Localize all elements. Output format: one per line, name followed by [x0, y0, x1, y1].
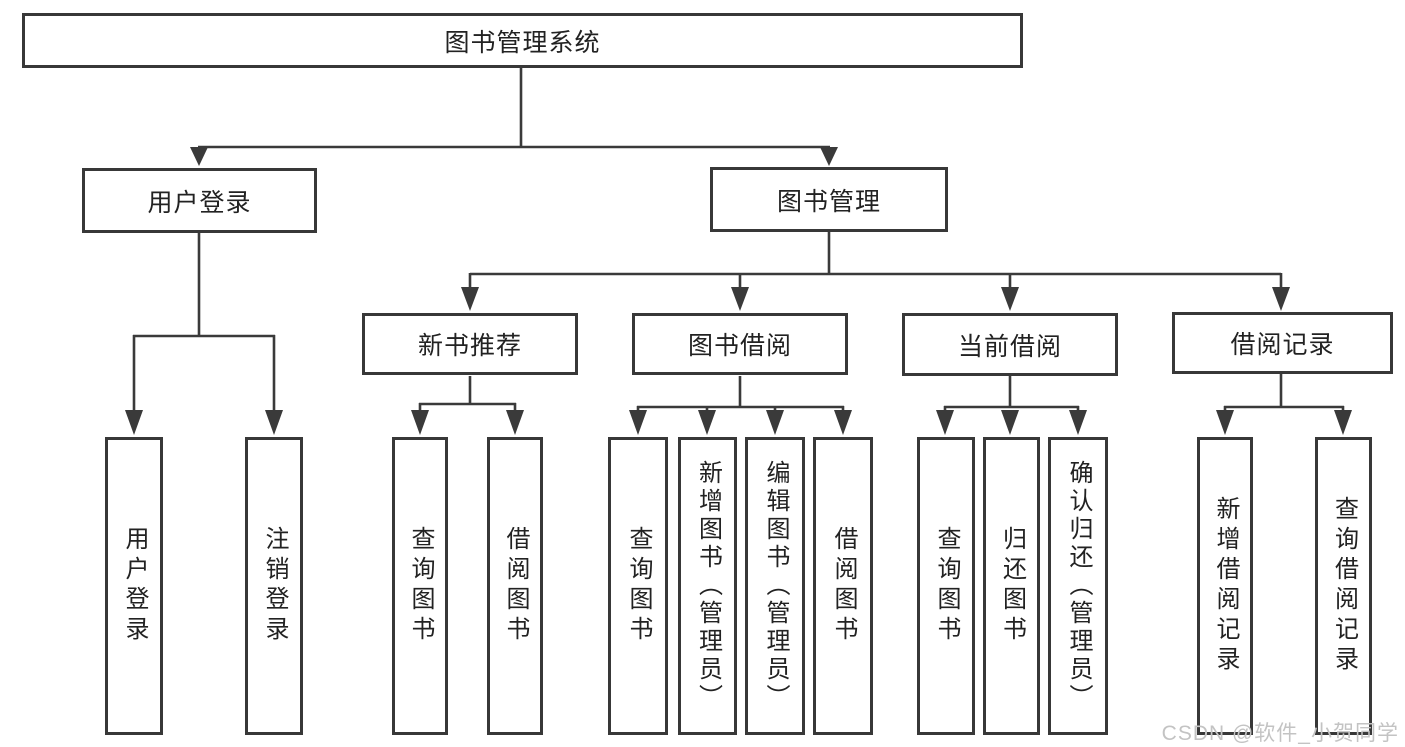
node-root: 图书管理系统 [22, 13, 1023, 68]
leaf-user-login: 用户登录 [105, 437, 163, 735]
leaf-user-login-label: 用户登录 [121, 526, 148, 646]
arrowheads [125, 147, 1352, 435]
leaf-query-borrow-record: 查询借阅记录 [1315, 437, 1372, 735]
leaf-logout: 注销登录 [245, 437, 303, 735]
node-user-login-label: 用户登录 [147, 188, 252, 217]
node-book-management-label: 图书管理 [776, 187, 881, 216]
leaf-add-book-admin: 新增图书（管理员） [678, 437, 737, 735]
node-book-borrowing: 图书借阅 [632, 313, 848, 375]
leaf-logout-label: 注销登录 [261, 526, 288, 646]
node-borrowing-records: 借阅记录 [1172, 312, 1393, 374]
leaf-recommend-borrow-book-label: 借阅图书 [502, 526, 529, 646]
leaf-add-book-admin-label: 新增图书（管理员） [694, 460, 722, 712]
tree-edges [132, 68, 1345, 412]
node-new-book-recommendation: 新书推荐 [362, 313, 578, 375]
node-new-book-recommendation-label: 新书推荐 [417, 332, 522, 360]
leaf-borrowing-borrow-book-label: 借阅图书 [830, 526, 857, 646]
node-root-label: 图书管理系统 [444, 28, 601, 57]
leaf-recommend-query-book-label: 查询图书 [407, 526, 434, 646]
leaf-edit-book-admin: 编辑图书（管理员） [745, 437, 805, 735]
leaf-confirm-return-admin-label: 确认归还（管理员） [1065, 460, 1092, 712]
node-user-login: 用户登录 [82, 168, 317, 233]
leaf-return-book: 归还图书 [983, 437, 1040, 735]
node-book-borrowing-label: 图书借阅 [687, 332, 792, 360]
csdn-watermark: CSDN @软件_小贺同学 [1161, 722, 1399, 745]
leaf-edit-book-admin-label: 编辑图书（管理员） [762, 460, 789, 712]
leaf-borrowing-query-book-label: 查询图书 [625, 526, 652, 646]
leaf-query-borrow-record-label: 查询借阅记录 [1330, 496, 1358, 676]
leaf-add-borrow-record-label: 新增借阅记录 [1212, 496, 1239, 676]
leaf-confirm-return-admin: 确认归还（管理员） [1048, 437, 1108, 735]
node-current-borrowing: 当前借阅 [902, 313, 1118, 376]
leaf-recommend-borrow-book: 借阅图书 [487, 437, 543, 735]
leaf-borrowing-query-book: 查询图书 [608, 437, 668, 735]
node-book-management: 图书管理 [710, 167, 948, 232]
leaf-current-query-book-label: 查询图书 [933, 526, 960, 646]
leaf-borrowing-borrow-book: 借阅图书 [813, 437, 873, 735]
leaf-add-borrow-record: 新增借阅记录 [1197, 437, 1253, 735]
node-borrowing-records-label: 借阅记录 [1230, 331, 1335, 359]
leaf-current-query-book: 查询图书 [917, 437, 975, 735]
leaf-return-book-label: 归还图书 [998, 526, 1026, 646]
node-current-borrowing-label: 当前借阅 [957, 332, 1062, 361]
leaf-recommend-query-book: 查询图书 [392, 437, 448, 735]
